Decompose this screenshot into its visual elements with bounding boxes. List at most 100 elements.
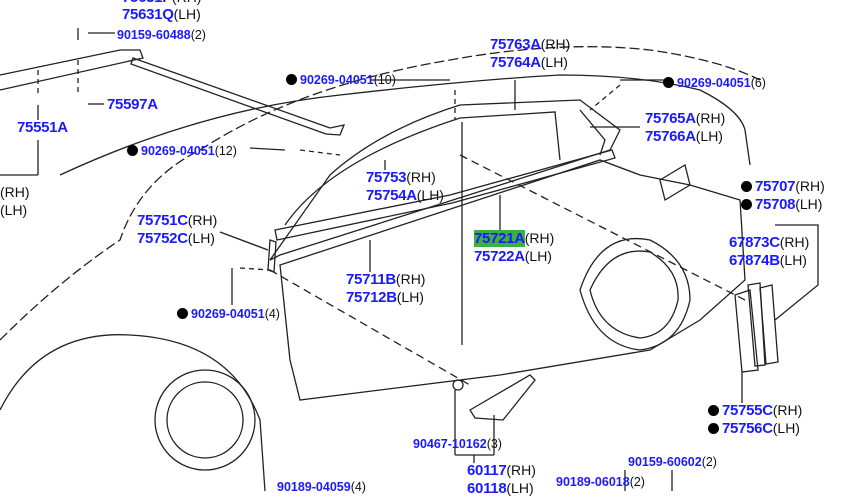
part-number[interactable]: 90269-04051 bbox=[300, 73, 374, 87]
part-number[interactable]: 75551A bbox=[17, 119, 68, 136]
part-number[interactable]: 75751C bbox=[137, 212, 188, 229]
part-number[interactable]: 90159-60602 bbox=[628, 455, 702, 469]
part-number[interactable]: 60117 bbox=[467, 462, 507, 479]
part-qualifier: (RH) bbox=[540, 36, 571, 52]
part-label[interactable]: 67874B(LH) bbox=[729, 253, 807, 269]
part-number[interactable]: 75722A bbox=[474, 248, 525, 265]
part-label[interactable]: 90159-60602(2) bbox=[628, 454, 717, 470]
part-number[interactable]: 75631Q bbox=[122, 6, 174, 23]
part-qualifier: (LH) bbox=[540, 54, 568, 70]
part-qualifier: (LH) bbox=[506, 480, 534, 496]
part-qualifier: (2) bbox=[190, 28, 206, 42]
part-number[interactable]: 75764A bbox=[490, 54, 541, 71]
part-label[interactable]: 75756C(LH) bbox=[708, 421, 800, 437]
part-label[interactable]: 75707(RH) bbox=[741, 179, 825, 195]
part-number[interactable]: 90467-10162 bbox=[413, 437, 487, 451]
part-number[interactable]: 90159-60488 bbox=[117, 28, 191, 42]
part-label[interactable]: 75551A bbox=[17, 120, 68, 136]
part-qualifier: (2) bbox=[629, 475, 645, 489]
part-number[interactable]: 90269-04051 bbox=[141, 144, 215, 158]
part-label[interactable]: 75752C(LH) bbox=[137, 231, 215, 247]
part-label[interactable]: 90467-10162(3) bbox=[413, 436, 502, 452]
part-number[interactable]: 90269-04051 bbox=[677, 76, 751, 90]
part-label[interactable]: 90189-04059(4) bbox=[277, 479, 366, 495]
part-label[interactable]: 90189-06018(2) bbox=[556, 474, 645, 490]
part-qualifier: (RH) bbox=[695, 110, 726, 126]
part-qualifier: (RH) bbox=[795, 178, 825, 194]
part-qualifier: (LH) bbox=[524, 248, 552, 264]
part-qualifier: (RH) bbox=[772, 402, 803, 418]
part-label[interactable]: 75755C(RH) bbox=[708, 403, 802, 419]
part-label[interactable]: 90269-04051(12) bbox=[127, 143, 237, 159]
part-label[interactable]: 75753(RH) bbox=[366, 170, 436, 186]
part-label[interactable]: 75721A(RH) bbox=[474, 230, 554, 247]
part-qualifier: (3) bbox=[486, 437, 502, 451]
part-label[interactable]: 75766A(LH) bbox=[645, 129, 723, 145]
part-qualifier: (LH) bbox=[695, 128, 723, 144]
part-label[interactable]: 75765A(RH) bbox=[645, 111, 725, 127]
part-label[interactable]: 75597A bbox=[107, 97, 158, 113]
part-number[interactable]: 67874B bbox=[729, 252, 780, 269]
part-number[interactable]: 75763A bbox=[490, 36, 541, 53]
window-garnish-60117 bbox=[469, 374, 536, 421]
part-qualifier: (2) bbox=[701, 455, 717, 469]
part-number[interactable]: 60118 bbox=[467, 480, 507, 497]
part-number[interactable]: 75755C bbox=[722, 402, 773, 419]
part-label[interactable]: 75763A(RH) bbox=[490, 37, 570, 53]
part-number[interactable]: 75712B bbox=[346, 289, 397, 306]
part-label[interactable]: (RH) bbox=[0, 185, 30, 201]
part-label[interactable]: (LH) bbox=[0, 203, 27, 219]
part-number[interactable]: 75754A bbox=[366, 187, 417, 204]
part-label[interactable]: 75711B(RH) bbox=[346, 272, 425, 288]
part-label[interactable]: 75708(LH) bbox=[741, 197, 822, 213]
part-number[interactable]: 75766A bbox=[645, 128, 696, 145]
bullet-icon bbox=[663, 77, 674, 88]
part-number[interactable]: 75753 bbox=[366, 169, 407, 186]
part-qualifier: (4) bbox=[350, 480, 366, 494]
bullet-icon bbox=[741, 199, 752, 210]
part-number[interactable]: 75631P bbox=[122, 0, 172, 6]
part-label[interactable]: 75764A(LH) bbox=[490, 55, 568, 71]
part-label[interactable]: 60118(LH) bbox=[467, 481, 534, 497]
part-label[interactable]: 90159-60488(2) bbox=[117, 27, 206, 43]
part-number[interactable]: 90269-04051 bbox=[191, 307, 265, 321]
part-label[interactable]: 75631P(RH) bbox=[122, 0, 201, 6]
part-qualifier: (12) bbox=[214, 144, 237, 158]
part-number[interactable]: 75707 bbox=[755, 178, 796, 195]
part-label[interactable]: 90269-04051(10) bbox=[286, 72, 396, 88]
part-label[interactable]: 75722A(LH) bbox=[474, 249, 552, 265]
part-number[interactable]: 75711B bbox=[346, 271, 396, 288]
part-number[interactable]: 75708 bbox=[755, 196, 796, 213]
part-label[interactable]: 75754A(LH) bbox=[366, 188, 444, 204]
bullet-icon bbox=[177, 308, 188, 319]
part-number[interactable]: 75765A bbox=[645, 110, 696, 127]
part-number[interactable]: 75597A bbox=[107, 96, 158, 113]
part-qualifier: (RH) bbox=[395, 271, 426, 287]
part-label[interactable]: 90269-04051(6) bbox=[663, 75, 766, 91]
part-number[interactable]: 67873C bbox=[729, 234, 780, 251]
part-qualifier: (LH) bbox=[416, 187, 444, 203]
part-label[interactable]: 75712B(LH) bbox=[346, 290, 424, 306]
part-number[interactable]: 75721A bbox=[474, 230, 525, 247]
part-label[interactable]: 75631Q(LH) bbox=[122, 7, 201, 23]
bullet-icon bbox=[741, 181, 752, 192]
part-qualifier: (RH) bbox=[172, 0, 202, 5]
bullet-icon bbox=[286, 74, 297, 85]
part-label[interactable]: 60117(RH) bbox=[467, 463, 536, 479]
roof-rail-part bbox=[0, 49, 144, 91]
part-label[interactable]: 90269-04051(4) bbox=[177, 306, 280, 322]
molding-75711B bbox=[274, 149, 616, 241]
part-qualifier: (LH) bbox=[187, 230, 215, 246]
part-label[interactable]: 75751C(RH) bbox=[137, 213, 217, 229]
part-number[interactable]: 75756C bbox=[722, 420, 773, 437]
bullet-icon bbox=[708, 423, 719, 434]
part-qualifier: (6) bbox=[750, 76, 766, 90]
bullet-icon bbox=[127, 145, 138, 156]
part-qualifier: (LH) bbox=[779, 252, 807, 268]
part-number[interactable]: 90189-04059 bbox=[277, 480, 351, 494]
part-number[interactable]: 90189-06018 bbox=[556, 475, 630, 489]
part-number[interactable]: 75752C bbox=[137, 230, 188, 247]
part-label[interactable]: 67873C(RH) bbox=[729, 235, 809, 251]
part-qualifier: (RH) bbox=[406, 169, 436, 185]
